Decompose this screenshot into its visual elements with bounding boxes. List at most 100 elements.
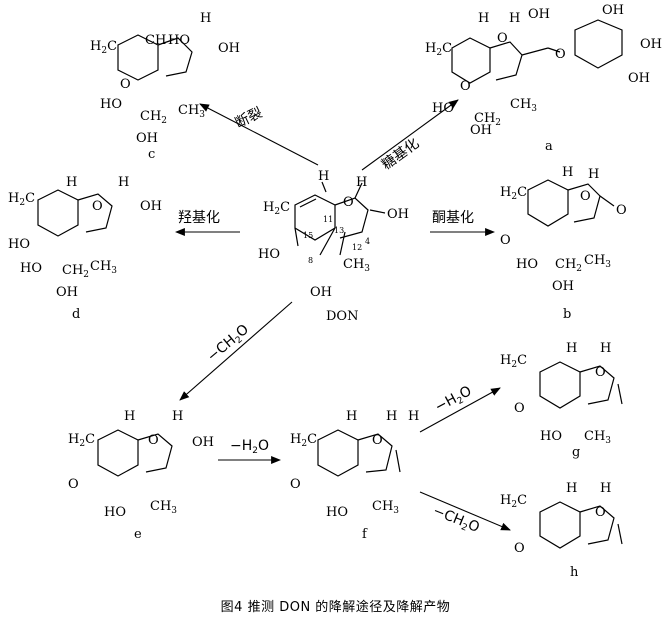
svg-text:H2C: H2C	[8, 191, 35, 208]
svg-text:H: H	[318, 169, 329, 184]
svg-text:HO: HO	[540, 429, 562, 444]
svg-text:H: H	[478, 11, 489, 26]
svg-text:H2C: H2C	[425, 41, 452, 58]
svg-text:CH3: CH3	[90, 259, 117, 276]
svg-text:OH: OH	[136, 131, 158, 146]
svg-text:O: O	[68, 477, 79, 492]
svg-text:O: O	[460, 79, 471, 94]
svg-text:O: O	[92, 199, 103, 214]
arrow-hydroxylation: 羟基化	[175, 209, 240, 236]
product-b-structure: H2C H H O O O HO CH3 CH2 OH b	[500, 165, 627, 322]
svg-text:H2C: H2C	[500, 185, 527, 202]
svg-text:H: H	[588, 167, 599, 182]
svg-text:CH2: CH2	[474, 111, 501, 128]
don-label: DON	[326, 309, 358, 324]
svg-text:HO: HO	[516, 257, 538, 272]
product-a-label: a	[545, 139, 553, 154]
product-f-structure: H2C H O H H O HO CH3 f	[290, 409, 419, 542]
svg-text:酮基化: 酮基化	[432, 209, 474, 226]
svg-text:O: O	[595, 505, 606, 520]
svg-text:H2C: H2C	[500, 493, 527, 510]
product-d-structure: H2C H O H OH HO HO CH3 CH2 OH d	[8, 175, 162, 322]
arrow-lose-h2o-ef: −H2O	[218, 438, 281, 464]
don-structure: H2C H O H OH 15 11 13 12 4 8 HO CH3 OH D…	[258, 169, 409, 324]
product-h-structure: H2C H O H O h	[500, 481, 623, 580]
atom-number-8: 15	[303, 231, 313, 240]
atom-number-4: 4	[365, 237, 370, 246]
svg-text:OH: OH	[387, 207, 409, 222]
atom-number-13: 13	[334, 226, 344, 235]
product-d-label: d	[72, 307, 80, 322]
product-g-structure: H2C H O H O HO CH3 g	[500, 341, 623, 460]
svg-text:HO: HO	[100, 97, 122, 112]
svg-text:OH: OH	[640, 37, 662, 52]
arrow-lose-ch2o-h: −CH2O	[419, 491, 511, 538]
svg-text:OH: OH	[218, 41, 240, 56]
product-g-label: g	[572, 445, 580, 460]
arrow-ketonization: 酮基化	[430, 209, 495, 236]
svg-text:−H2O: −H2O	[230, 438, 269, 456]
svg-text:OH: OH	[310, 285, 332, 300]
svg-text:H: H	[408, 409, 419, 424]
svg-text:CH3: CH3	[150, 499, 177, 516]
svg-text:CH3: CH3	[584, 253, 611, 270]
product-b-label: b	[563, 307, 571, 322]
svg-text:H2C: H2C	[90, 39, 117, 56]
product-c-label: c	[148, 147, 155, 162]
svg-text:H: H	[124, 409, 135, 424]
svg-text:CH3: CH3	[372, 499, 399, 516]
svg-text:HO: HO	[168, 33, 190, 48]
svg-text:H: H	[356, 175, 367, 190]
svg-text:H2C: H2C	[500, 353, 527, 370]
svg-text:H: H	[600, 481, 611, 496]
svg-text:H2C: H2C	[263, 200, 290, 217]
product-e-structure: H2C H O H OH O HO CH3 e	[68, 409, 214, 542]
atom-number-12: 12	[352, 243, 362, 252]
svg-text:OH: OH	[192, 435, 214, 450]
svg-text:O: O	[616, 203, 627, 218]
svg-text:O: O	[148, 433, 159, 448]
product-f-label: f	[362, 527, 368, 542]
svg-text:断裂: 断裂	[233, 105, 265, 132]
arrow-glycosylation: 糖基化	[361, 99, 459, 173]
svg-text:OH: OH	[140, 199, 162, 214]
svg-text:H: H	[346, 409, 357, 424]
svg-text:CH3: CH3	[178, 103, 205, 120]
svg-text:HO: HO	[20, 261, 42, 276]
svg-text:H2C: H2C	[290, 432, 317, 449]
svg-text:O: O	[500, 233, 511, 248]
svg-text:O: O	[514, 541, 525, 556]
svg-text:CH2: CH2	[555, 257, 582, 274]
svg-text:OH: OH	[552, 279, 574, 294]
svg-text:H: H	[509, 11, 520, 26]
svg-text:HO: HO	[326, 505, 348, 520]
svg-text:HO: HO	[104, 505, 126, 520]
svg-text:羟基化: 羟基化	[178, 209, 220, 226]
arrow-cleavage: 断裂	[199, 103, 319, 166]
svg-text:HO: HO	[258, 247, 280, 262]
svg-text:OH: OH	[528, 7, 550, 22]
svg-text:糖基化: 糖基化	[378, 135, 422, 173]
svg-text:HO: HO	[8, 237, 30, 252]
svg-text:−CH2O: −CH2O	[204, 321, 253, 366]
product-a-structure: H2C H O H O OH OH OH OH O HO CH3 CH2 OH …	[425, 3, 662, 154]
svg-text:OH: OH	[628, 71, 650, 86]
svg-text:CH: CH	[145, 33, 166, 48]
svg-text:CH2: CH2	[140, 109, 167, 126]
svg-text:O: O	[343, 195, 354, 210]
svg-text:O: O	[595, 365, 606, 380]
svg-text:H: H	[566, 481, 577, 496]
atom-number-15: 8	[308, 256, 313, 265]
product-e-label: e	[134, 527, 142, 542]
svg-text:O: O	[580, 189, 591, 204]
svg-text:H: H	[200, 11, 211, 26]
svg-text:H: H	[566, 341, 577, 356]
svg-text:−H2O: −H2O	[432, 383, 475, 417]
svg-text:O: O	[372, 433, 383, 448]
svg-text:H: H	[600, 341, 611, 356]
product-c-structure: H2C CH HO H OH O HO CH3 CH2 OH c	[90, 11, 240, 162]
svg-text:−CH2O: −CH2O	[430, 503, 482, 538]
svg-text:OH: OH	[470, 123, 492, 138]
atom-number-11: 11	[323, 215, 333, 224]
svg-text:CH3: CH3	[510, 97, 537, 114]
